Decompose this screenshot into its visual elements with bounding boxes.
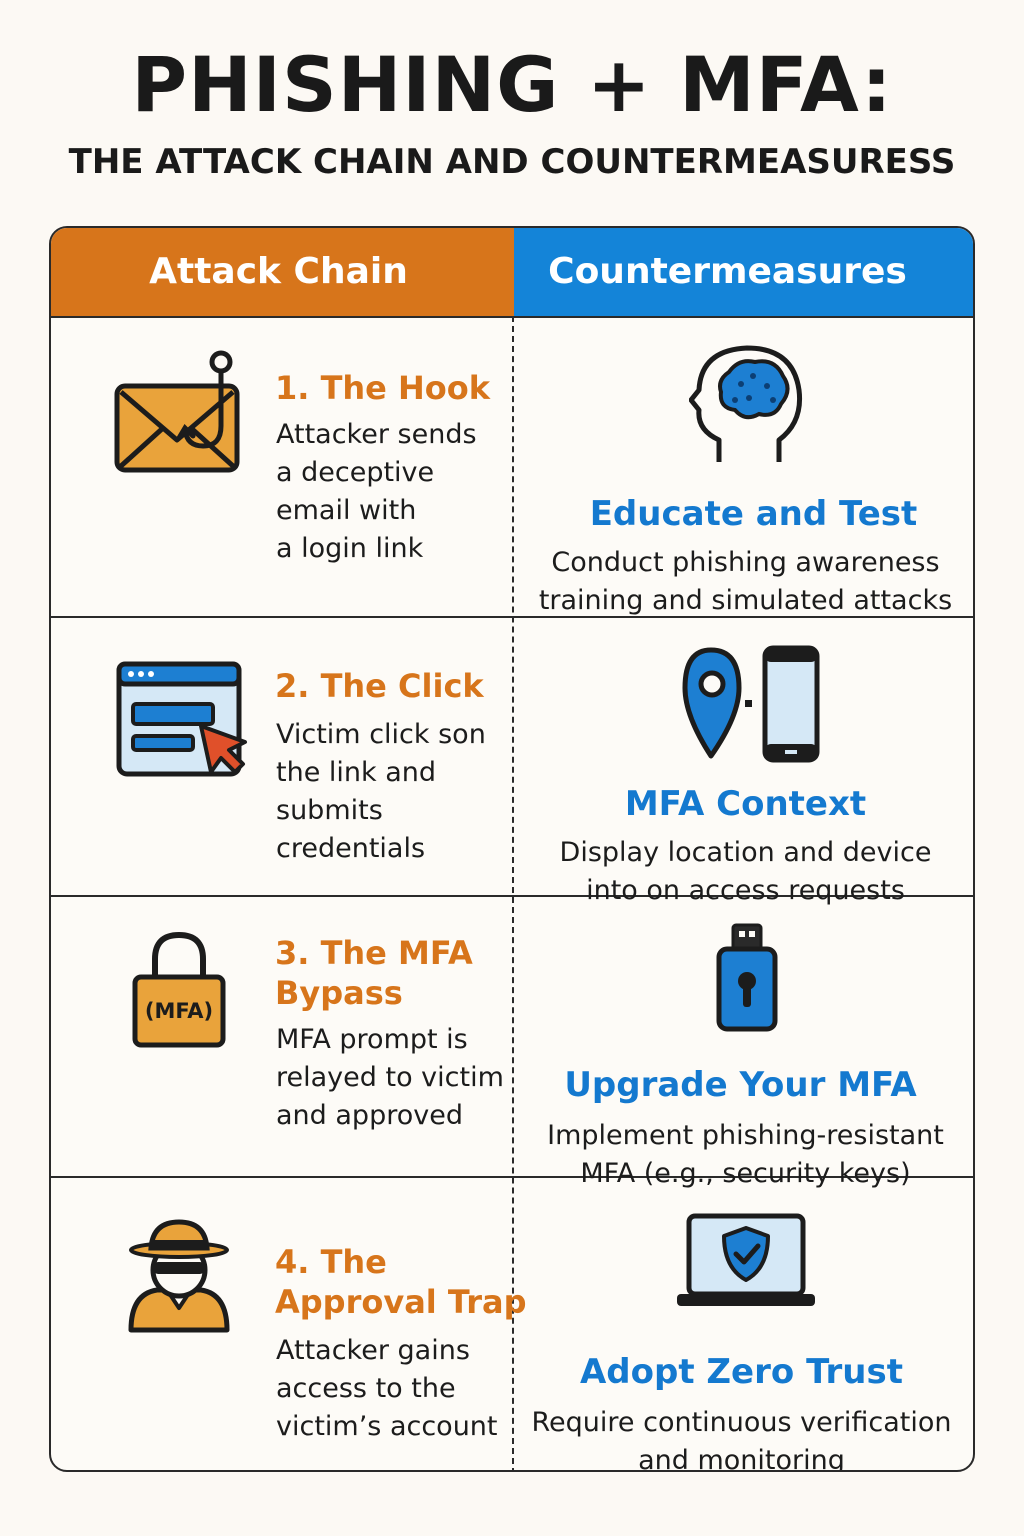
countermeasures-header: Countermeasures [514,228,973,316]
countermeasure-title: Adopt Zero Trust [579,1352,904,1392]
step-title-line: Approval Trap [275,1283,527,1321]
countermeasure-description: Conduct phishing awareness training and … [514,544,973,620]
envelope-hook-icon [113,348,243,482]
step-title: 3. The MFA Bypass [275,933,515,1013]
page-title: PHISHING + MFA: [131,40,893,129]
countermeasure-description-line: and monitoring [638,1445,845,1472]
countermeasure-description: Display location and device into on acce… [514,834,973,910]
countermeasure-description-line: training and simulated attacks [538,585,953,616]
step-description-line: Attacker sends [276,419,477,450]
step-description: Attacker gains access to the victim’s ac… [276,1332,511,1446]
step-description-line: submits [276,795,383,826]
step-description-line: and approved [276,1100,463,1131]
table-row: (MFA) 3. The MFA Bypass MFA prompt is re… [51,897,973,1189]
countermeasure-description-line: Implement phishing-resistant [547,1120,944,1151]
browser-cursor-icon [115,660,251,784]
countermeasure-title: Upgrade Your MFA [564,1065,917,1105]
step-description-line: email with [276,495,417,526]
countermeasure-description-line: into on access requests [586,875,905,906]
step-title: 1. The Hook [275,369,491,407]
step-description: Victim click son the link and submits cr… [276,716,511,868]
table-row: 4. The Approval Trap Attacker gains acce… [51,1178,973,1472]
padlock-mfa-icon: (MFA) [131,929,227,1049]
column-divider [512,316,514,1470]
step-description: Attacker sends a deceptive email with a … [276,416,511,568]
countermeasure-title: MFA Context [624,784,867,824]
step-title-line: Bypass [275,974,403,1012]
step-description-line: victim’s account [276,1411,498,1442]
step-description-line: Attacker gains [276,1335,470,1366]
countermeasure-description-line: Conduct phishing awareness [551,547,940,578]
table-row: 2. The Click Victim click son the link a… [51,618,973,906]
hacker-icon [127,1216,231,1338]
step-description-line: relayed to victim [276,1062,504,1093]
table-row: 1. The Hook Attacker sends a deceptive e… [51,318,973,616]
laptop-shield-icon [675,1212,817,1316]
step-description: MFA prompt is relayed to victim and appr… [276,1021,511,1135]
countermeasure-description: Implement phishing-resistant MFA (e.g., … [514,1117,973,1193]
countermeasure-description-line: MFA (e.g., security keys) [580,1158,911,1189]
location-phone-icon [681,644,821,768]
step-title: 2. The Click [275,667,484,705]
step-title: 4. The Approval Trap [275,1242,527,1322]
attack-chain-header: Attack Chain [51,228,514,316]
security-key-icon [715,921,779,1037]
step-description-line: a login link [276,533,424,564]
step-title-line: 3. The MFA [275,934,473,972]
step-description-line: Victim click son [276,719,486,750]
brain-head-icon [688,342,809,470]
step-description-line: the link and [276,757,437,788]
step-description-line: credentials [276,833,426,864]
step-description-line: MFA prompt is [276,1024,468,1055]
countermeasure-description: Require continuous verification and moni… [514,1404,973,1472]
step-description-line: a deceptive [276,457,435,488]
countermeasure-description-line: Require continuous verification [531,1407,952,1438]
padlock-label: (MFA) [144,999,214,1023]
countermeasure-title: Educate and Test [589,494,918,534]
countermeasure-description-line: Display location and device [559,837,932,868]
step-description-line: access to the [276,1373,456,1404]
comparison-table: Attack Chain Countermeasures 1. The Hook… [49,226,975,1472]
page-subtitle: THE ATTACK CHAIN AND COUNTERMEASURESS [68,142,956,182]
step-title-line: 4. The [275,1243,387,1281]
